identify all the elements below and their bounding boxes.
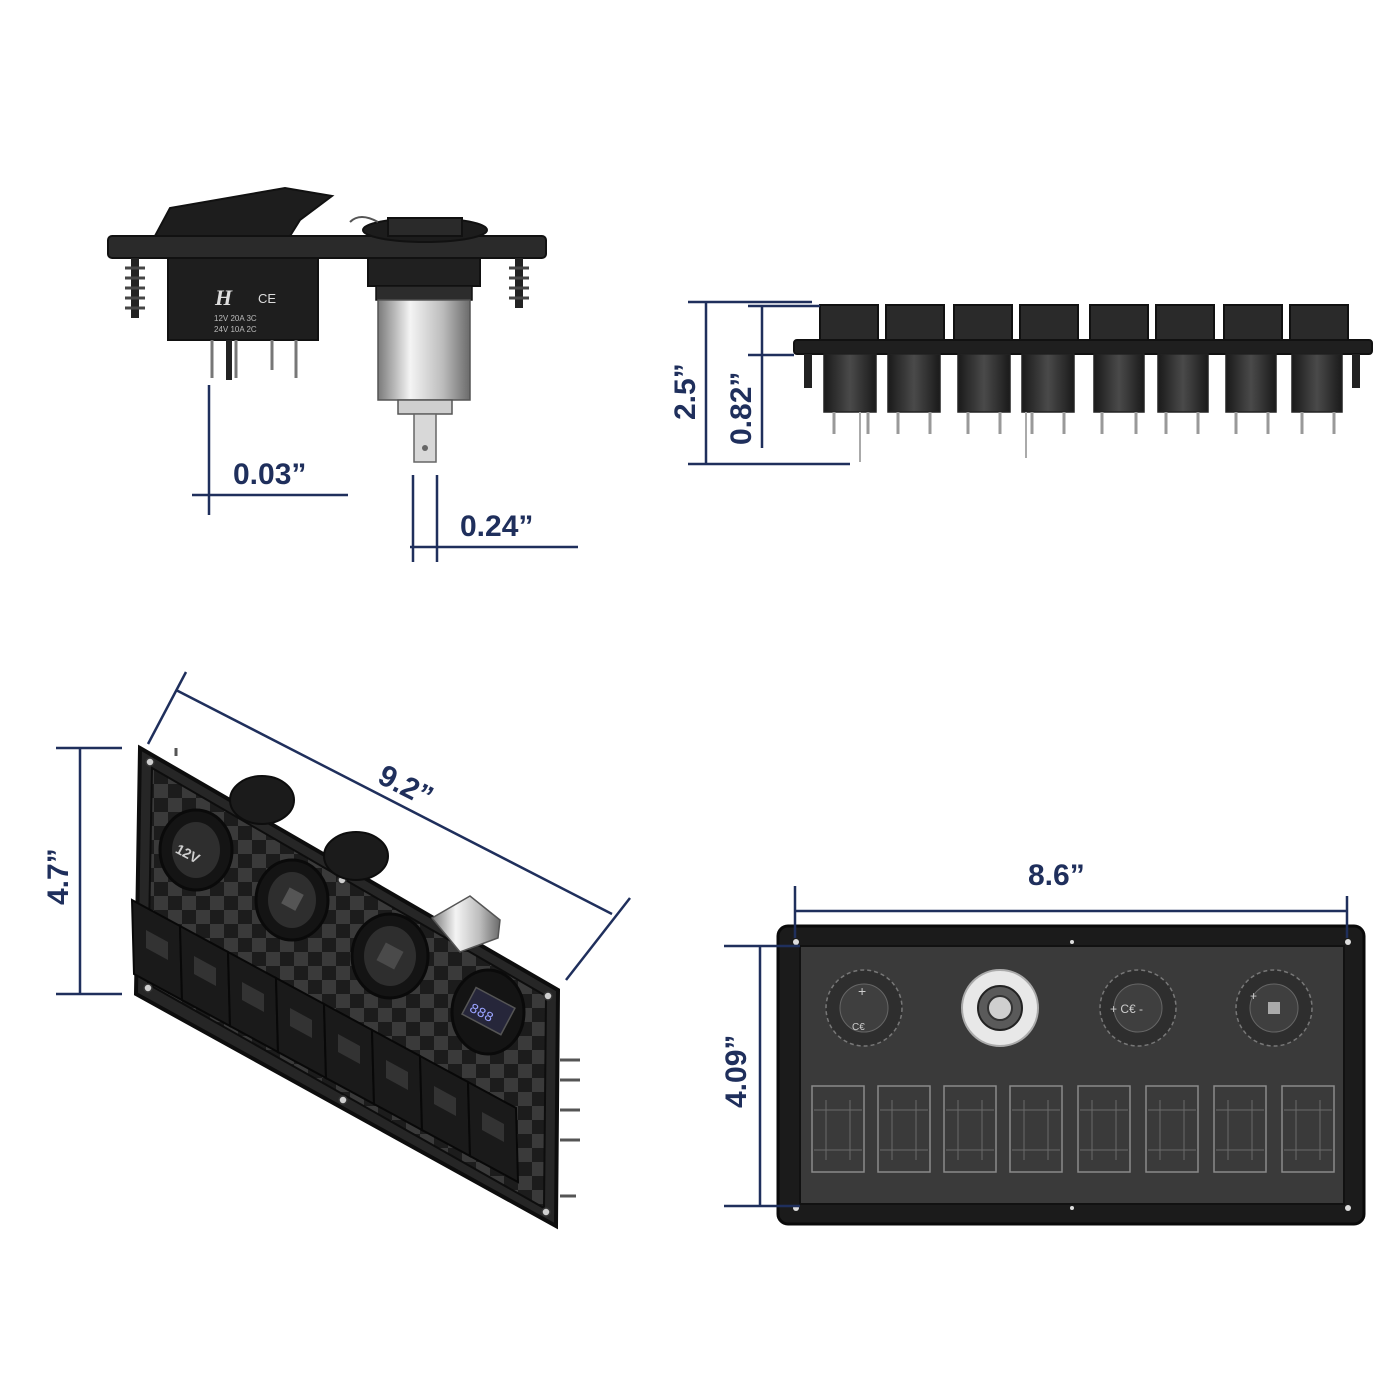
dim-front-height-label: 4.09” bbox=[720, 1035, 753, 1108]
front-socket-1: + C€ bbox=[825, 969, 903, 1047]
dim-front-width-label: 8.6” bbox=[1028, 859, 1085, 892]
iso-socket-12v: 12V bbox=[158, 808, 234, 892]
dim-iso-width-label: 9.2” bbox=[373, 759, 439, 814]
dim-pin-gap-label: 0.03” bbox=[233, 458, 306, 491]
top-view-plate bbox=[793, 339, 1373, 355]
front-view: + C€ + C€ - + bbox=[720, 859, 1366, 1226]
front-socket-3: + bbox=[1235, 969, 1313, 1047]
iso-socket-cigarette bbox=[350, 912, 430, 1000]
top-view-pins bbox=[832, 412, 1336, 434]
front-switch-terminals bbox=[814, 1100, 1332, 1160]
front-push-button bbox=[961, 969, 1039, 1047]
svg-text:C€: C€ bbox=[852, 1022, 865, 1033]
switch-pins bbox=[210, 340, 298, 378]
rocker-actuator bbox=[153, 186, 335, 237]
side-left-screw bbox=[125, 258, 145, 318]
socket-nut bbox=[367, 257, 481, 287]
dim-line-iso-width-right bbox=[565, 897, 631, 981]
svg-text:+: + bbox=[1250, 989, 1257, 1003]
socket-barrel bbox=[377, 299, 471, 401]
dim-total-height-label: 2.5” bbox=[669, 363, 702, 420]
top-view-switch-tops bbox=[819, 304, 1349, 342]
iso-socket-usb bbox=[254, 858, 330, 942]
switch-rating-1: 12V 20A 3C bbox=[214, 314, 257, 323]
dim-body-height-label: 0.82” bbox=[725, 372, 758, 445]
svg-text:+ C€ -: + C€ - bbox=[1110, 1002, 1143, 1016]
top-view-switch-bodies bbox=[823, 353, 1343, 413]
side-right-screw bbox=[509, 258, 529, 308]
switch-rating-2: 24V 10A 2C bbox=[214, 325, 257, 334]
front-corner-screws bbox=[793, 939, 1351, 1211]
dim-line-iso-width-left bbox=[146, 671, 188, 745]
side-view: H CE 12V 20A 3C 24V 10A 2C 0.03” 0.24” bbox=[107, 186, 578, 562]
iso-rocker-switches bbox=[130, 898, 520, 1184]
switch-body bbox=[167, 257, 319, 341]
front-switch-slots bbox=[811, 1085, 1335, 1173]
front-socket-2: + C€ - bbox=[1099, 969, 1177, 1047]
iso-rocker-windows bbox=[146, 930, 504, 1142]
iso-frame-screws bbox=[143, 757, 553, 1217]
svg-text:+: + bbox=[858, 983, 866, 999]
iso-rear-terminals bbox=[174, 748, 580, 1198]
switch-brand-logo: H bbox=[214, 285, 233, 310]
iso-socket-barrel bbox=[430, 895, 501, 953]
side-panel-plate bbox=[107, 235, 547, 259]
dim-iso-height-label: 4.7” bbox=[42, 848, 75, 905]
iso-view: 12V 888 bbox=[42, 671, 631, 1230]
dim-terminal-width-label: 0.24” bbox=[460, 510, 533, 543]
top-view: 2.5” 0.82” bbox=[669, 300, 1373, 466]
socket-terminal bbox=[413, 413, 437, 463]
svg-text:CE: CE bbox=[258, 291, 276, 306]
dim-line-iso-width-diagonal bbox=[175, 688, 613, 916]
iso-voltmeter: 888 bbox=[450, 968, 526, 1056]
